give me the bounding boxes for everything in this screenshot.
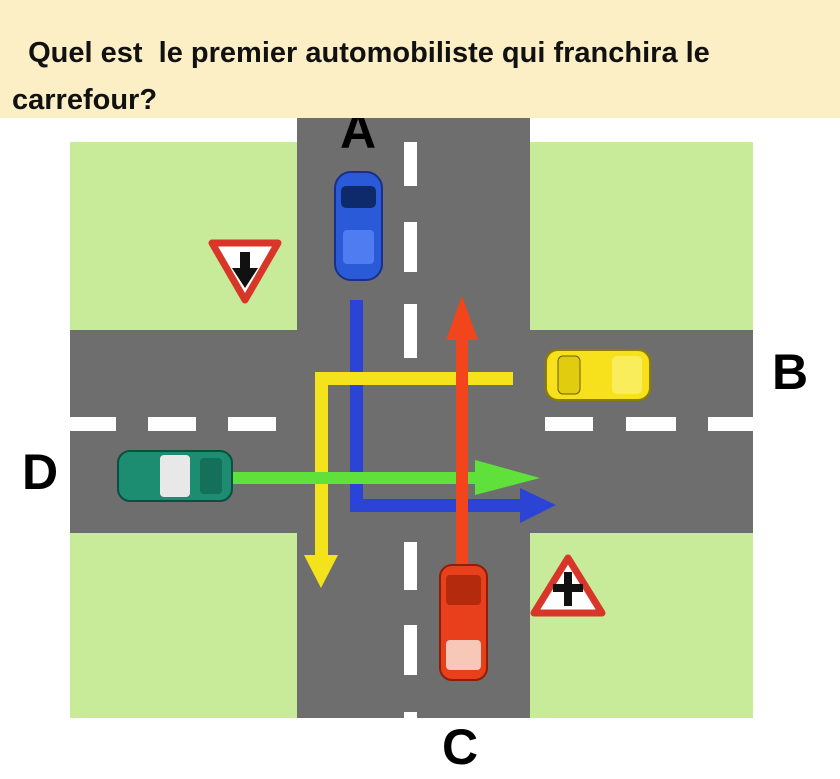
center-line-vertical	[404, 142, 417, 720]
teal-car-d	[117, 450, 233, 502]
priority-intersection-sign-icon	[530, 554, 606, 617]
label-b: B	[772, 344, 809, 400]
label-d: D	[22, 444, 59, 500]
label-c: C	[442, 719, 479, 775]
center-line-horizontal	[70, 417, 753, 431]
yellow-car-b	[545, 349, 651, 401]
blue-car-a	[334, 171, 383, 281]
question-line-2: carrefour?	[12, 84, 158, 116]
green-arrow	[230, 460, 540, 495]
question-banner: Quel est le premier automobiliste qui fr…	[0, 0, 840, 118]
question-line-1: Quel est le premier automobiliste qui fr…	[12, 37, 710, 69]
priority-ahead-sign-icon	[208, 239, 282, 304]
red-car-c	[439, 564, 488, 681]
red-arrow	[446, 296, 478, 570]
question-text: Quel est le premier automobiliste qui fr…	[12, 30, 837, 124]
blue-arrow	[350, 300, 556, 523]
